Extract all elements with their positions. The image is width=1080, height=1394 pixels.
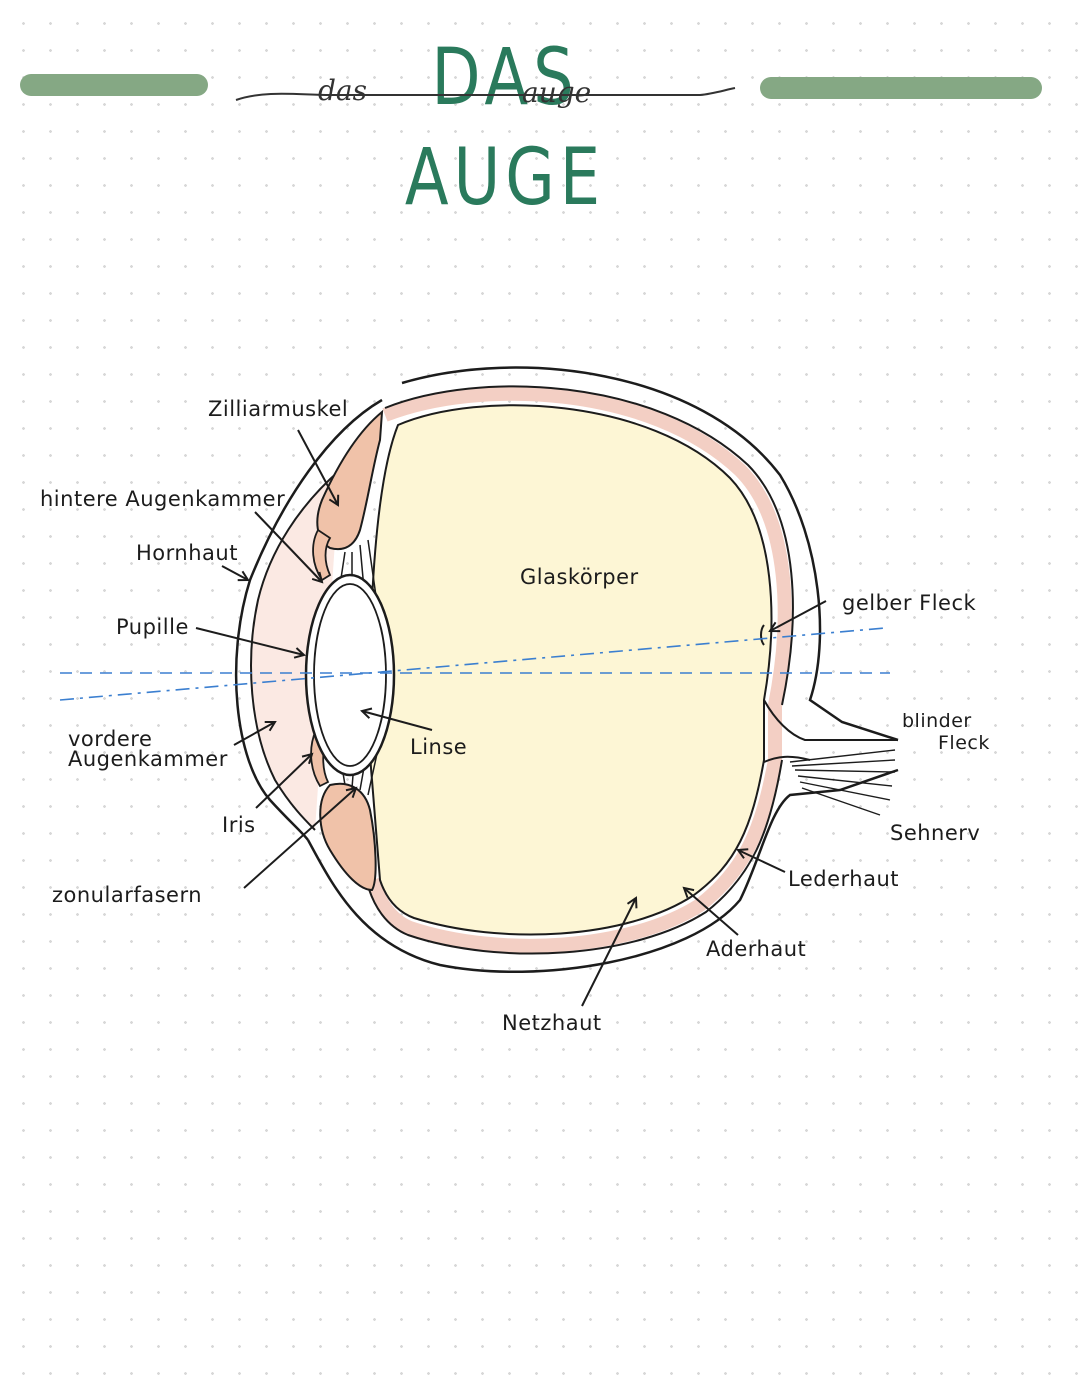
optic-nerve-lower [763, 755, 811, 763]
visual-axis [59, 627, 886, 701]
label-blinder-fleck-1: blinder [902, 710, 972, 732]
optic-nerve-upper [763, 699, 898, 741]
zonular-fibers-upper [339, 539, 379, 611]
arrow-hornhaut [221, 565, 248, 580]
cornea-outer [234, 398, 383, 841]
label-linse: Linse [410, 735, 468, 759]
arrow-iris [255, 754, 312, 809]
label-blinder-fleck-2: Fleck [938, 732, 990, 754]
label-pupille: Pupille [116, 615, 189, 639]
ciliary-muscle-upper [316, 409, 384, 550]
title-script-right: auge [522, 76, 592, 109]
arrow-zilliarmuskel [297, 429, 338, 505]
arrow-hintere-augenkammer [254, 511, 322, 582]
label-lederhaut: Lederhaut [788, 867, 899, 891]
title-underline [235, 87, 736, 101]
label-hornhaut: Hornhaut [136, 541, 238, 565]
label-vordere-augenkammer-1: vordere [68, 727, 153, 751]
label-vordere-augenkammer-2: Augenkammer [68, 747, 228, 771]
choroid-outer-line [384, 385, 794, 706]
arrow-gelber-fleck [770, 600, 827, 631]
iris-upper [312, 528, 332, 582]
arrow-zonularfasern [243, 788, 356, 889]
label-zonularfasern: zonularfasern [52, 883, 203, 907]
page-title: DAS AUGE [404, 33, 606, 223]
title-bar-right [760, 77, 1042, 99]
title-bar-left [20, 74, 208, 96]
vitreous-body [368, 404, 773, 936]
arrow-lederhaut [738, 850, 786, 873]
label-iris: Iris [222, 813, 256, 837]
label-glaskoerper: Glaskörper [520, 565, 639, 589]
label-netzhaut: Netzhaut [502, 1011, 602, 1035]
label-hintere-augenkammer: hintere Augenkammer [40, 487, 286, 511]
label-gelber-fleck: gelber Fleck [842, 591, 977, 615]
label-aderhaut: Aderhaut [706, 937, 807, 961]
arrow-aderhaut [684, 888, 739, 936]
arrow-pupille [195, 627, 304, 655]
label-sehnerv: Sehnerv [890, 821, 981, 845]
arrow-linse [362, 711, 433, 731]
title-script-left: das [318, 74, 367, 107]
arrow-netzhaut [581, 898, 636, 1007]
ciliary-muscle-lower [319, 782, 377, 892]
choroid-outer-line-lower [367, 759, 783, 955]
optic-nerve-fibers [789, 749, 896, 816]
arrow-vordere-augenkammer [233, 722, 275, 746]
sclera-outline-lower [306, 768, 899, 973]
label-zilliarmuskel: Zilliarmuskel [208, 397, 349, 421]
sclera-outline [401, 366, 899, 742]
macula-notch [760, 624, 765, 646]
choroid-band [365, 386, 792, 953]
